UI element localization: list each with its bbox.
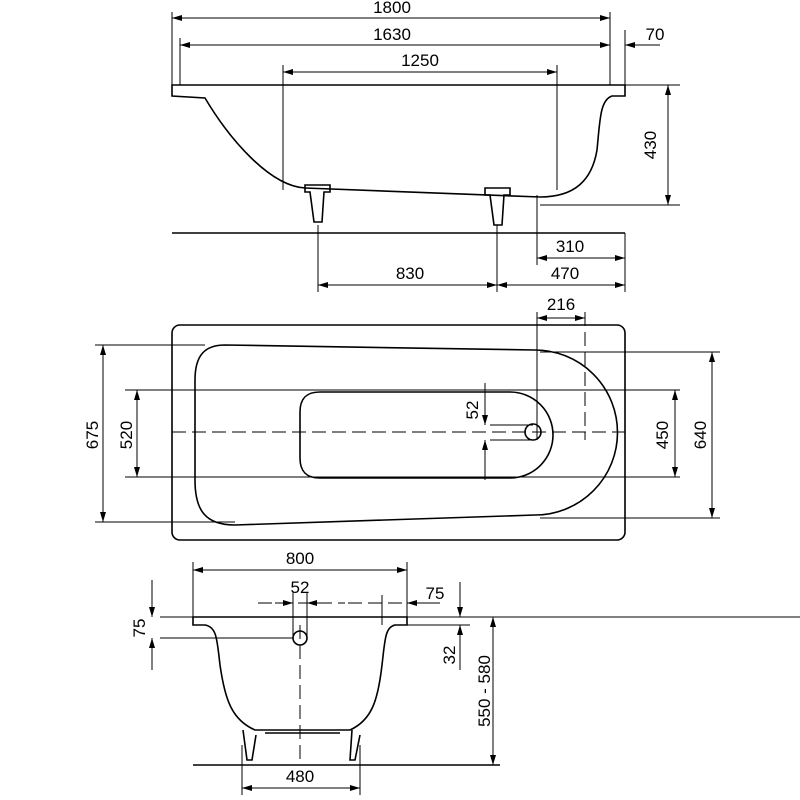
dim-830: 830 xyxy=(396,264,424,283)
tub-end-outline xyxy=(192,616,408,731)
end-view: 800 52 75 480 75 32 550 - 580 xyxy=(130,549,800,795)
dim-32: 32 xyxy=(440,646,459,665)
foot-left xyxy=(304,184,331,223)
dim-675: 675 xyxy=(83,421,102,449)
dim-470: 470 xyxy=(551,264,579,283)
dim-520: 520 xyxy=(117,421,136,449)
tub-side-outline xyxy=(171,84,626,198)
dim-450: 450 xyxy=(653,421,672,449)
dim-1630: 1630 xyxy=(373,25,411,44)
dim-480: 480 xyxy=(286,767,314,786)
dim-216: 216 xyxy=(547,295,575,314)
dim-1800: 1800 xyxy=(373,0,411,17)
dim-550-580: 550 - 580 xyxy=(475,655,494,727)
dim-640: 640 xyxy=(691,421,710,449)
dim-75-left: 75 xyxy=(130,619,149,638)
dim-310: 310 xyxy=(556,237,584,256)
dim-52-plan: 52 xyxy=(463,401,482,420)
end-feet xyxy=(242,729,361,761)
plan-view: 216 52 675 520 450 640 xyxy=(83,295,720,541)
tub-floor-outline xyxy=(299,391,554,479)
foot-right xyxy=(484,187,511,226)
dim-430: 430 xyxy=(641,131,660,159)
dim-800: 800 xyxy=(286,549,314,568)
tub-basin-outline xyxy=(194,344,619,526)
side-view: 1800 1630 70 1250 430 310 830 470 xyxy=(171,0,680,292)
dim-75-right: 75 xyxy=(426,584,445,603)
dim-70: 70 xyxy=(646,25,665,44)
dim-52-end: 52 xyxy=(291,578,310,597)
dim-1250: 1250 xyxy=(401,51,439,70)
